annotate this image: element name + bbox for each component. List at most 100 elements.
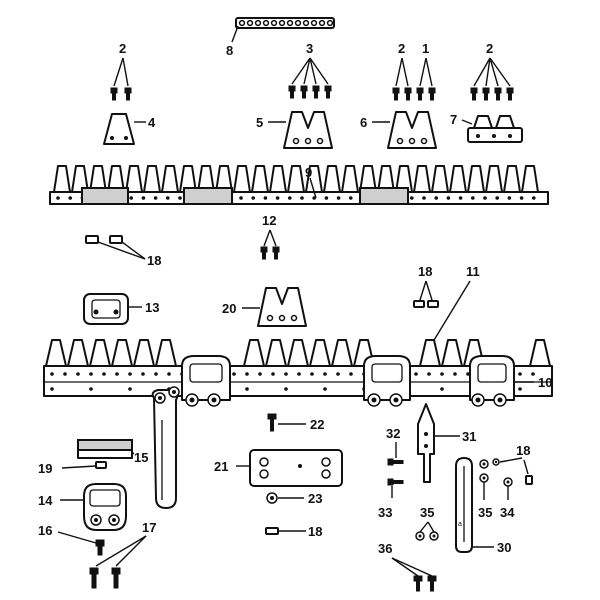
knife-tooth bbox=[309, 339, 331, 367]
knife-tooth bbox=[287, 165, 305, 193]
bar-hole bbox=[245, 387, 249, 391]
callout-3: 3 bbox=[306, 41, 313, 56]
bar-hole bbox=[518, 372, 522, 376]
bar-hole bbox=[323, 387, 327, 391]
bar-hole bbox=[167, 372, 171, 376]
callout-18-left: 18 bbox=[147, 253, 161, 268]
callout-15: 15 bbox=[134, 450, 148, 465]
callout-34: 34 bbox=[500, 505, 515, 520]
callout-22: 22 bbox=[310, 417, 324, 432]
bar-hole bbox=[154, 372, 158, 376]
callout-4: 4 bbox=[148, 115, 156, 130]
bolt-icon bbox=[428, 87, 436, 101]
clip-housing-2 bbox=[363, 355, 411, 407]
part-18-clips-middle-right: 18 bbox=[413, 264, 439, 308]
part-34-washer: 34 bbox=[500, 477, 515, 520]
callout-18-right: 18 bbox=[516, 443, 530, 458]
knife-tooth bbox=[125, 165, 143, 193]
bolt-icon bbox=[111, 567, 121, 589]
callout-19: 19 bbox=[38, 461, 52, 476]
part-18-clip-right: 18 bbox=[499, 443, 533, 485]
rivet-hole bbox=[262, 19, 270, 27]
rivet-hole bbox=[270, 19, 278, 27]
bolt-icon bbox=[387, 478, 404, 486]
bar-hole bbox=[440, 372, 444, 376]
rivet-hole bbox=[294, 19, 302, 27]
rivet-hole bbox=[278, 19, 286, 27]
part-16-bolt: 16 bbox=[38, 523, 105, 556]
bar-hole bbox=[232, 372, 236, 376]
bar-hole bbox=[68, 196, 72, 200]
bar-hole bbox=[102, 372, 106, 376]
callout-10: 10 bbox=[538, 375, 552, 390]
bar-hole bbox=[271, 372, 275, 376]
callout-35-left: 35 bbox=[420, 505, 434, 520]
bolt-icon bbox=[272, 246, 280, 260]
knife-tooth bbox=[143, 165, 161, 193]
knife-tooth bbox=[305, 165, 323, 193]
callout-36: 36 bbox=[378, 541, 392, 556]
bar-hole bbox=[507, 196, 512, 200]
part-23-washer: 23 bbox=[266, 491, 322, 506]
knife-tooth bbox=[111, 339, 133, 367]
bolt-icon bbox=[392, 87, 400, 101]
knife-tooth bbox=[449, 165, 467, 193]
bar-hole bbox=[410, 196, 414, 200]
rivet-hole bbox=[326, 19, 334, 27]
bolt-group-2-left: 2 bbox=[110, 41, 132, 101]
bolt-icon bbox=[95, 539, 105, 556]
bar-hole bbox=[76, 372, 80, 376]
part-8-rivet-strip: 8 bbox=[226, 17, 335, 58]
callout-16: 16 bbox=[38, 523, 52, 538]
knife-tooth bbox=[467, 165, 485, 193]
knife-tooth bbox=[323, 165, 341, 193]
knife-tooth bbox=[529, 339, 551, 367]
clip-housing-3 bbox=[469, 355, 515, 407]
bolt-icon bbox=[387, 458, 404, 466]
knife-tooth bbox=[269, 165, 287, 193]
bar-hole bbox=[89, 387, 93, 391]
knife-tooth bbox=[133, 339, 155, 367]
bolt-icon bbox=[312, 85, 320, 99]
knife-tooth bbox=[251, 165, 269, 193]
part-33-bolt: 33 bbox=[378, 478, 404, 520]
knife-tooth bbox=[53, 165, 71, 193]
knife-tooth bbox=[67, 339, 89, 367]
callout-18-middle: 18 bbox=[418, 264, 432, 279]
bolt-icon bbox=[89, 567, 99, 589]
part-4-knife-section: 4 bbox=[103, 113, 156, 145]
bar-hole bbox=[178, 196, 182, 200]
callout-30: 30 bbox=[497, 540, 511, 555]
knife-tooth bbox=[155, 339, 177, 367]
callout-2-left: 2 bbox=[119, 41, 126, 56]
part-14-hold-down-clip: 14 bbox=[38, 483, 127, 531]
callout-2-middle: 2 bbox=[398, 41, 405, 56]
callout-7: 7 bbox=[450, 112, 457, 127]
callout-33: 33 bbox=[378, 505, 392, 520]
bar-hole bbox=[258, 372, 262, 376]
bolt-icon bbox=[506, 87, 514, 101]
knife-tooth bbox=[503, 165, 521, 193]
part-18-clips-left: 18 bbox=[85, 235, 161, 268]
callout-11: 11 bbox=[466, 264, 480, 279]
bolt-icon bbox=[324, 85, 332, 99]
rivet-hole bbox=[254, 19, 262, 27]
part-19-shim: 19 bbox=[38, 461, 107, 476]
rivet-hole bbox=[318, 19, 326, 27]
bolt-group-3: 3 bbox=[288, 41, 332, 99]
part-5-knife-section: 5 bbox=[256, 111, 333, 149]
bar-hole bbox=[284, 387, 288, 391]
bar-hole bbox=[349, 196, 353, 200]
bolt-icon bbox=[494, 87, 502, 101]
knife-tooth bbox=[413, 165, 431, 193]
bar-hole bbox=[50, 387, 54, 391]
knife-tooth bbox=[331, 339, 353, 367]
bolt-group-2-1: 2 1 bbox=[392, 41, 436, 101]
bar-hole bbox=[471, 196, 475, 200]
bar-hole bbox=[297, 372, 301, 376]
bar-hole bbox=[336, 196, 341, 200]
bar-hole bbox=[251, 196, 255, 200]
bar-hole bbox=[440, 387, 444, 391]
bar-hole bbox=[427, 372, 431, 376]
